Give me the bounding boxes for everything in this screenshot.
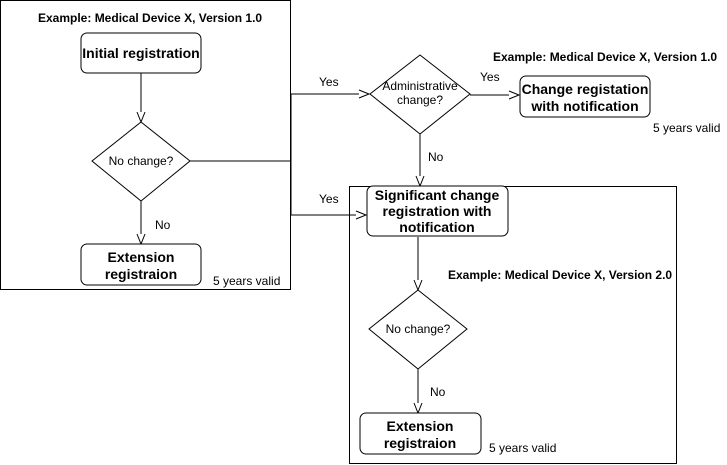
edge-label-no-admin: No <box>428 150 444 164</box>
extension-1-line2: registraion <box>105 266 177 282</box>
edge-label-yes-admin: Yes <box>319 75 339 89</box>
change-registration-line1: Change registation <box>522 81 649 97</box>
administrative-line2: change? <box>397 93 443 107</box>
validity-v2-extension: 5 years valid <box>489 441 556 455</box>
edge-label-no-2: No <box>430 385 446 399</box>
extension-registration-node-1 <box>80 243 202 286</box>
no-change-decision-1-label: No change? <box>109 154 174 168</box>
change-example-label: Example: Medical Device X, Version 1.0 <box>493 50 717 64</box>
initial-registration-node <box>80 32 202 74</box>
edge-label-yes-change: Yes <box>480 70 500 84</box>
significant-line2: registration with <box>383 203 492 219</box>
version-2-example-label: Example: Medical Device X, Version 2.0 <box>448 268 672 282</box>
initial-registration-label: Initial registration <box>82 45 199 61</box>
version-2-frame <box>349 186 677 464</box>
validity-v1-extension: 5 years valid <box>213 274 280 288</box>
significant-line1: Significant change <box>375 187 500 203</box>
no-change-decision-1 <box>91 121 191 202</box>
extension-registration-node-2 <box>359 412 482 455</box>
administrative-change-decision <box>369 54 471 135</box>
extension-2-line1: Extension <box>387 418 454 434</box>
significant-change-node <box>366 185 509 237</box>
no-change-decision-2 <box>368 289 468 370</box>
edge-label-no-1: No <box>155 218 171 232</box>
extension-1-line1: Extension <box>108 249 175 265</box>
administrative-line1: Administrative <box>382 79 458 93</box>
change-registration-line2: with notification <box>530 98 638 114</box>
validity-change-registration: 5 years valid <box>653 121 720 135</box>
significant-line3: notification <box>399 219 474 235</box>
edge-label-yes-significant: Yes <box>319 192 339 206</box>
version-1-example-label: Example: Medical Device X, Version 1.0 <box>38 11 262 25</box>
extension-2-line2: registraion <box>384 435 456 451</box>
no-change-decision-2-label: No change? <box>386 322 451 336</box>
change-registration-node <box>519 75 651 118</box>
